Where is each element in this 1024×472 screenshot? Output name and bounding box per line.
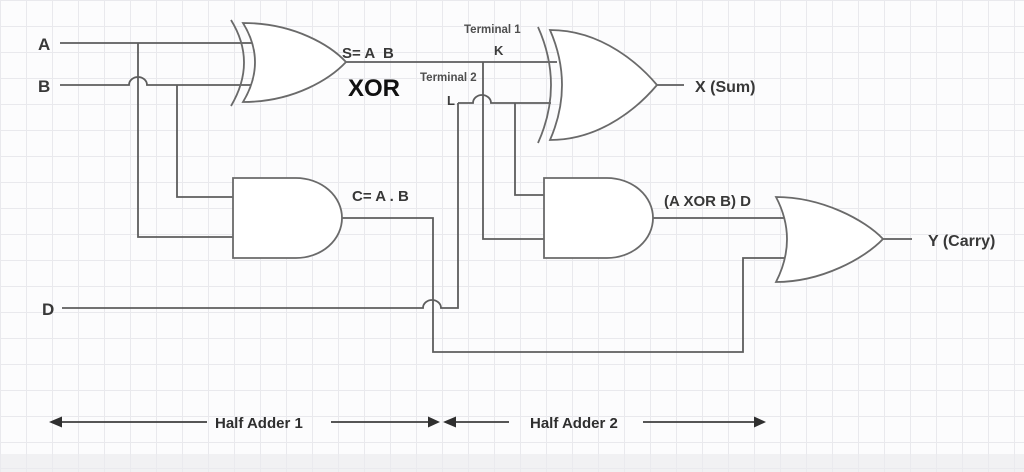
bottom-band: [0, 454, 1024, 472]
section-arrows: [49, 416, 766, 428]
terminal-k-label: K: [494, 43, 504, 58]
ha1-left-arrowhead-icon: [49, 416, 62, 428]
wire-s-branch: [482, 62, 548, 240]
or-gate: [774, 196, 885, 283]
carry-output-label: Y (Carry): [928, 233, 995, 250]
xor2-back-arc: [537, 26, 552, 144]
ha2-left-arrowhead-icon: [443, 416, 456, 428]
xor-gate-2: [537, 26, 659, 144]
and-gate-1: [232, 177, 343, 259]
ha1-right-arrowhead-icon: [428, 416, 440, 428]
wire-l-line: [458, 94, 551, 104]
terminal1-label: Terminal 1: [464, 24, 521, 36]
wire-a-branch: [137, 43, 235, 238]
carry-expression-label: C= A . B: [352, 188, 409, 205]
xor1-body: [241, 22, 348, 103]
wires: [60, 42, 912, 353]
wire-input-b: [60, 76, 252, 86]
xor1-back-arc: [230, 19, 245, 107]
input-label-b: B: [38, 77, 50, 96]
terminal-l-label: L: [447, 93, 455, 108]
xor-caption: XOR: [348, 75, 400, 102]
half-adder-2-label: Half Adder 2: [530, 415, 618, 432]
wire-b-branch: [176, 85, 235, 198]
and2-expression-label: (A XOR B) D: [664, 193, 751, 210]
sum-output-label: X (Sum): [695, 79, 755, 96]
labels: A B D S= A B XOR Terminal 1 K Terminal 2…: [38, 24, 995, 432]
wire-l-branch: [514, 103, 548, 196]
xor-gate-1: [230, 19, 348, 107]
xor2-body: [548, 29, 659, 141]
wire-c-to-or: [341, 217, 786, 353]
gates: [230, 19, 885, 283]
input-label-a: A: [38, 35, 50, 54]
input-label-d: D: [42, 300, 54, 319]
ha2-right-arrowhead-icon: [754, 416, 766, 428]
and-gate-2: [543, 177, 654, 259]
terminal2-label: Terminal 2: [420, 72, 477, 84]
half-adder-1-label: Half Adder 1: [215, 415, 303, 432]
sum-expression-label: S= A B: [342, 45, 394, 62]
